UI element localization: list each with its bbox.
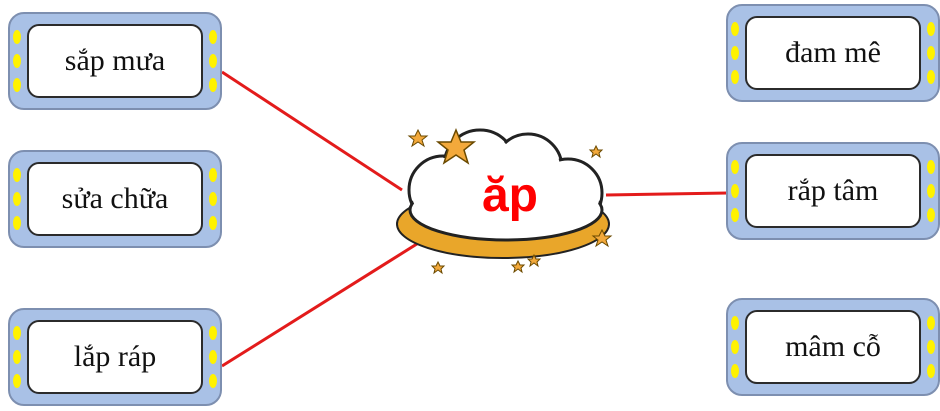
card-dot — [731, 208, 739, 222]
word-label: rắp tâm — [787, 174, 879, 207]
card-dot — [209, 350, 217, 364]
word-card-inner: mâm cỗ — [745, 310, 921, 384]
word-label: đam mê — [785, 36, 881, 69]
card-dot — [731, 46, 739, 60]
word-card-inner: sắp mưa — [27, 24, 203, 98]
card-dot — [13, 192, 21, 206]
small-star-icon — [591, 228, 613, 248]
center-syllable: ăp — [481, 168, 538, 222]
connector-line-lap-rap — [221, 240, 421, 368]
card-dot — [731, 160, 739, 174]
card-dot — [209, 78, 217, 92]
card-dot — [209, 192, 217, 206]
word-card-inner: rắp tâm — [745, 154, 921, 228]
card-dot — [731, 184, 739, 198]
card-dot — [209, 326, 217, 340]
card-dot — [13, 326, 21, 340]
word-card-inner: sửa chữa — [27, 162, 203, 236]
connector-line-sap-mua — [221, 70, 403, 192]
word-card-mam-co[interactable]: mâm cỗ — [726, 298, 940, 396]
card-dot — [731, 364, 739, 378]
card-dot — [927, 364, 935, 378]
card-dot — [209, 168, 217, 182]
card-dot — [927, 208, 935, 222]
word-label: sửa chữa — [61, 182, 169, 215]
card-dot — [927, 160, 935, 174]
word-card-sap-mua[interactable]: sắp mưa — [8, 12, 222, 110]
card-dot — [13, 30, 21, 44]
small-star-icon — [430, 260, 446, 275]
card-dot — [13, 78, 21, 92]
card-dot — [209, 374, 217, 388]
card-dot — [731, 316, 739, 330]
card-dot — [927, 22, 935, 36]
card-dot — [209, 216, 217, 230]
small-star-icon — [588, 144, 604, 159]
word-label: lắp ráp — [73, 340, 157, 373]
card-dot — [927, 46, 935, 60]
card-dot — [927, 340, 935, 354]
card-dot — [209, 54, 217, 68]
card-dot — [209, 30, 217, 44]
card-dot — [927, 316, 935, 330]
card-dot — [731, 340, 739, 354]
small-star-icon — [510, 259, 526, 274]
center-cloud[interactable] — [388, 118, 618, 283]
small-star-icon — [526, 253, 542, 268]
word-card-rap-tam[interactable]: rắp tâm — [726, 142, 940, 240]
card-dot — [927, 184, 935, 198]
card-dot — [731, 70, 739, 84]
card-dot — [13, 168, 21, 182]
word-card-lap-rap[interactable]: lắp ráp — [8, 308, 222, 406]
star-icon — [435, 128, 477, 165]
connector-line-rap-tam — [605, 191, 729, 197]
card-dot — [13, 216, 21, 230]
word-label: sắp mưa — [64, 44, 166, 77]
card-dot — [13, 374, 21, 388]
card-dot — [927, 70, 935, 84]
card-dot — [13, 54, 21, 68]
word-card-inner: đam mê — [745, 16, 921, 90]
word-label: mâm cỗ — [785, 330, 881, 363]
word-card-dam-me[interactable]: đam mê — [726, 4, 940, 102]
word-card-sua-chua[interactable]: sửa chữa — [8, 150, 222, 248]
word-card-inner: lắp ráp — [27, 320, 203, 394]
card-dot — [13, 350, 21, 364]
small-star-icon — [407, 128, 429, 148]
card-dot — [731, 22, 739, 36]
